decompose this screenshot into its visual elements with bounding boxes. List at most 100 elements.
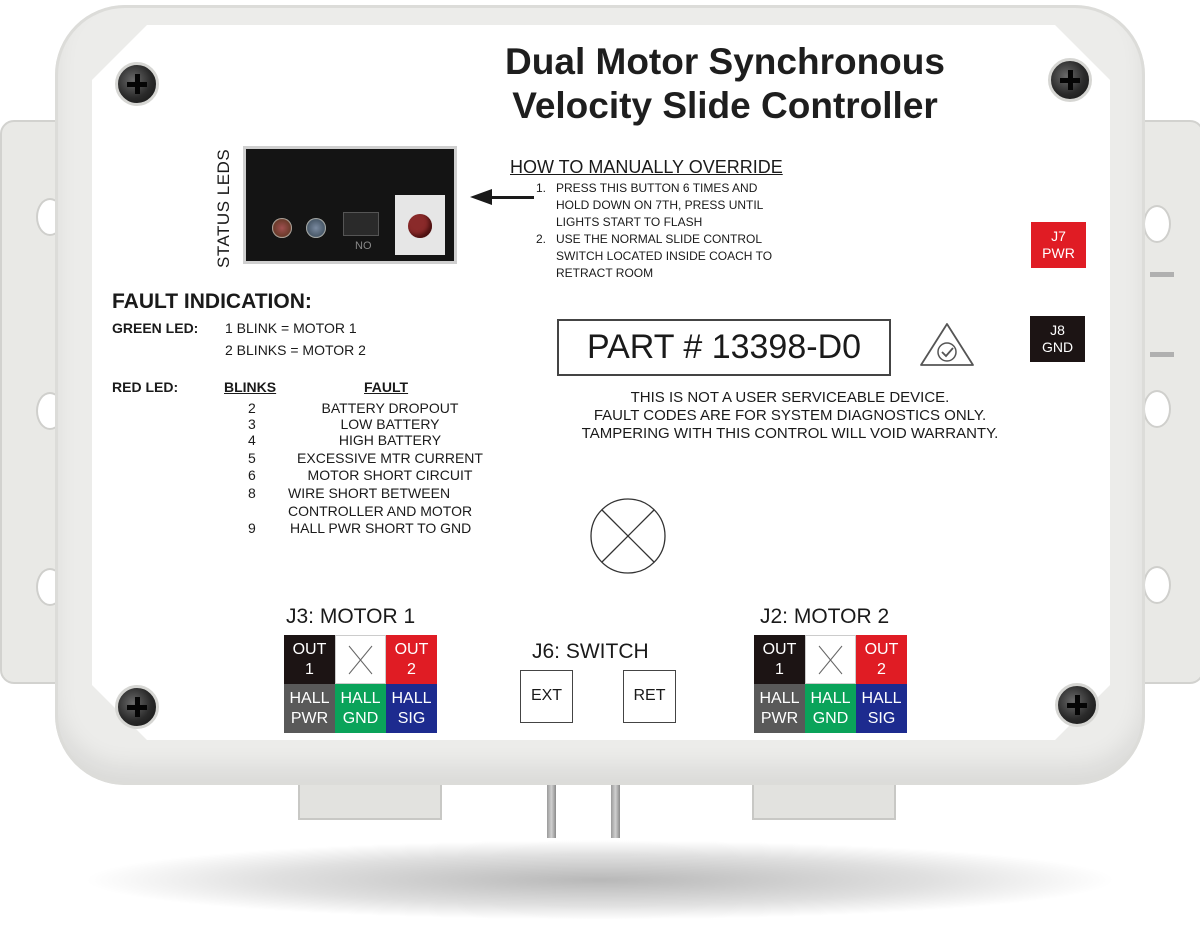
device-title: Dual Motor Synchronous Velocity Slide Co… xyxy=(440,40,1010,128)
arrow-head-icon xyxy=(470,189,492,205)
override-step-1-line-2: HOLD DOWN ON 7TH, PRESS UNTIL xyxy=(556,198,764,212)
status-leds-label: STATUS LEDS xyxy=(214,148,233,268)
switch-pin xyxy=(547,778,556,838)
j2-hall-pwr-cell: HALL PWR xyxy=(754,684,805,733)
j7-line-2: PWR xyxy=(1042,245,1075,261)
blinks-column-header: BLINKS xyxy=(224,379,277,395)
green-led-item-2: 2 BLINKS = MOTOR 2 xyxy=(225,342,366,358)
j3-hall-gnd-l2: GND xyxy=(342,710,379,727)
screw-icon xyxy=(115,685,159,729)
j3-empty-cell xyxy=(335,635,386,684)
j3-hall-sig-l1: HALL xyxy=(391,690,432,707)
j2-hall-sig-l1: HALL xyxy=(861,690,902,707)
mounting-hole xyxy=(1143,566,1171,604)
override-step-2-line-2: SWITCH LOCATED INSIDE COACH TO xyxy=(556,249,773,263)
j2-hall-gnd-cell: HALL GND xyxy=(805,684,856,733)
arrow-left-icon xyxy=(490,196,534,199)
j2-out1-l1: OUT xyxy=(762,641,797,658)
fault-row-desc: BATTERY DROPOUT xyxy=(321,400,459,416)
fault-column-header: FAULT xyxy=(364,379,409,395)
fault-row-desc: HALL PWR SHORT TO GND xyxy=(290,520,472,536)
fault-row-blinks: 5 xyxy=(248,450,256,466)
j2-pinout: OUT 1 OUT 2 HALL PWR HALL GND HALL SIG xyxy=(754,635,907,733)
j2-hall-gnd-l1: HALL xyxy=(810,690,851,707)
j2-empty-cell xyxy=(805,635,856,684)
green-led-item-1: 1 BLINK = MOTOR 1 xyxy=(225,320,357,336)
j7-line-1: J7 xyxy=(1051,228,1066,244)
j3-out1-l2: 1 xyxy=(305,661,314,678)
j3-hall-sig-cell: HALL SIG xyxy=(386,684,437,733)
triangle-check-icon xyxy=(920,323,974,366)
fault-row-desc: MOTOR SHORT CIRCUIT xyxy=(307,467,473,483)
override-step-1-line-1: PRESS THIS BUTTON 6 TIMES AND xyxy=(556,181,758,195)
override-step-2-num: 2. xyxy=(536,232,547,246)
mounting-hole xyxy=(1143,390,1171,428)
j2-out2-cell: OUT 2 xyxy=(856,635,907,684)
screw-icon xyxy=(1055,683,1099,727)
fault-row-blinks: 4 xyxy=(248,432,256,448)
j3-out2-l1: OUT xyxy=(394,641,429,658)
fault-row-desc: EXCESSIVE MTR CURRENT xyxy=(297,450,483,466)
j2-hall-gnd-l2: GND xyxy=(812,710,849,727)
fault-row-blinks: 3 xyxy=(248,416,256,432)
j2-hall-pwr-l2: PWR xyxy=(760,710,799,727)
j7-pwr-tag: J7 PWR xyxy=(1031,222,1086,268)
j3-label: J3: MOTOR 1 xyxy=(286,605,416,628)
fault-row-blinks: 2 xyxy=(248,400,256,416)
override-button[interactable] xyxy=(408,214,432,238)
fault-row-desc: CONTROLLER AND MOTOR xyxy=(288,503,473,519)
j3-hall-pwr-l2: PWR xyxy=(290,710,329,727)
override-step-2-line-3: RETRACT ROOM xyxy=(556,266,654,280)
j8-line-1: J8 xyxy=(1050,322,1065,338)
j3-out2-cell: OUT 2 xyxy=(386,635,437,684)
j3-out2-l2: 2 xyxy=(407,661,416,678)
fault-row-blinks: 8 xyxy=(248,485,256,501)
j3-hall-sig-l2: SIG xyxy=(397,710,426,727)
j3-out1-l1: OUT xyxy=(292,641,327,658)
j3-hall-gnd-l1: HALL xyxy=(340,690,381,707)
fault-row-desc: LOW BATTERY xyxy=(340,416,440,432)
part-number: PART # 13398-D0 xyxy=(557,319,891,376)
j2-hall-sig-cell: HALL SIG xyxy=(856,684,907,733)
fault-row-blinks: 6 xyxy=(248,467,256,483)
j2-hall-sig-l2: SIG xyxy=(867,710,896,727)
green-status-led xyxy=(306,218,326,238)
title-line-1: Dual Motor Synchronous xyxy=(505,41,945,82)
warning-notice: THIS IS NOT A USER SERVICEABLE DEVICE. F… xyxy=(540,389,1040,443)
override-step-1-num: 1. xyxy=(536,181,547,195)
fault-heading: FAULT INDICATION: xyxy=(112,290,312,313)
ret-terminal: RET xyxy=(623,670,676,723)
front-label xyxy=(92,25,1110,740)
green-led-label: GREEN LED: xyxy=(112,320,199,336)
j7-terminal-pin xyxy=(1150,272,1174,277)
j2-out2-l1: OUT xyxy=(864,641,899,658)
red-status-led xyxy=(272,218,292,238)
j2-hall-pwr-l1: HALL xyxy=(759,690,800,707)
notice-line-3: TAMPERING WITH THIS CONTROL WILL VOID WA… xyxy=(581,425,999,442)
board-mark: NO xyxy=(355,240,372,252)
circle-x-icon xyxy=(590,498,666,574)
fault-row-desc: HIGH BATTERY xyxy=(338,432,442,448)
notice-line-2: FAULT CODES ARE FOR SYSTEM DIAGNOSTICS O… xyxy=(593,407,987,424)
j3-out1-cell: OUT 1 xyxy=(284,635,335,684)
fault-row-desc: WIRE SHORT BETWEEN xyxy=(288,485,451,501)
j3-hall-pwr-cell: HALL PWR xyxy=(284,684,335,733)
red-led-label: RED LED: xyxy=(112,379,179,395)
j2-out1-l2: 1 xyxy=(775,661,784,678)
j2-label: J2: MOTOR 2 xyxy=(760,605,890,628)
ext-terminal: EXT xyxy=(520,670,573,723)
notice-line-1: THIS IS NOT A USER SERVICEABLE DEVICE. xyxy=(630,389,950,406)
override-step-2-line-1: USE THE NORMAL SLIDE CONTROL xyxy=(556,232,763,246)
mounting-hole xyxy=(1143,205,1171,243)
title-line-2: Velocity Slide Controller xyxy=(512,85,938,126)
j8-terminal-pin xyxy=(1150,352,1174,357)
j3-pinout: OUT 1 OUT 2 HALL PWR HALL GND HALL SIG xyxy=(284,635,437,733)
j6-label: J6: SWITCH xyxy=(532,640,649,663)
j2-out2-l2: 2 xyxy=(877,661,886,678)
no-connect-icon xyxy=(348,645,373,675)
j8-line-2: GND xyxy=(1041,339,1074,355)
no-connect-icon xyxy=(818,645,843,675)
j2-out1-cell: OUT 1 xyxy=(754,635,805,684)
j3-hall-gnd-cell: HALL GND xyxy=(335,684,386,733)
j3-hall-pwr-l1: HALL xyxy=(289,690,330,707)
